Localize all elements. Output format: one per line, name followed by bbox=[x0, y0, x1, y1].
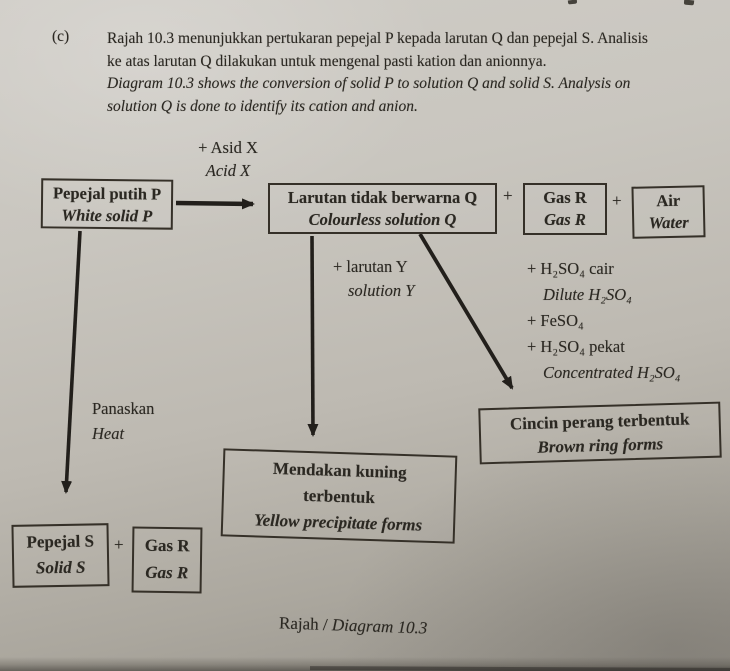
label-concentrated-h2so4-english: Concentrated H₂SO₄ bbox=[543, 363, 681, 382]
question-line-malay-1: Rajah 10.3 menunjukkan pertukaran pepeja… bbox=[107, 30, 648, 47]
box-solid-s: Pepejal S Solid S bbox=[11, 523, 110, 588]
plus-sign-after-q: + bbox=[503, 186, 513, 205]
box-white-solid-p-malay: Pepejal putih P bbox=[52, 183, 162, 204]
label-acid-x-malay: + Asid X bbox=[198, 138, 258, 157]
box-solid-s-malay: Pepejal S bbox=[26, 531, 95, 552]
box-gas-r-bottom-malay: Gas R bbox=[144, 535, 190, 556]
label-concentrated-h2so4-malay: + H₂SO₄ pekat bbox=[527, 337, 625, 356]
box-gas-r-bottom-english: Gas R bbox=[145, 562, 189, 583]
diagram-caption-english: Diagram 10.3 bbox=[331, 615, 428, 638]
box-colourless-solution-q-malay: Larutan tidak berwarna Q bbox=[287, 188, 478, 207]
cutoff-text-fragment bbox=[683, 0, 695, 6]
box-water: Air Water bbox=[631, 185, 706, 239]
box-gas-r-bottom: Gas R Gas R bbox=[131, 526, 203, 594]
box-water-english: Water bbox=[648, 212, 689, 233]
diagram-caption-malay: Rajah / bbox=[278, 613, 329, 635]
arrow-p-to-s-heat bbox=[61, 230, 82, 494]
label-heat-malay: Panaskan bbox=[92, 399, 155, 418]
label-brown-ring-reagents: + H₂SO₄ cair Dilute H₂SO₄ + FeSO₄ + H₂SO… bbox=[527, 256, 681, 386]
box-white-solid-p-english: White solid P bbox=[61, 205, 153, 226]
photo-bottom-shadow bbox=[0, 657, 730, 671]
question-part-label: (c) bbox=[52, 28, 70, 45]
cutoff-text-fragment bbox=[567, 0, 578, 5]
arrow-p-to-q bbox=[175, 198, 255, 210]
box-gas-r-top: Gas R Gas R bbox=[523, 183, 607, 235]
label-solution-y-english: solution Y bbox=[348, 281, 415, 300]
label-solution-y-malay: + larutan Y bbox=[333, 257, 408, 276]
paper-edge-shadow bbox=[309, 666, 730, 671]
arrow-q-to-yellow-precipitate bbox=[307, 235, 319, 437]
box-colourless-solution-q: Larutan tidak berwarna Q Colourless solu… bbox=[268, 183, 497, 234]
label-dilute-h2so4-english: Dilute H₂SO₄ bbox=[543, 285, 632, 304]
box-gas-r-top-english: Gas R bbox=[544, 210, 586, 229]
question-line-english-2: solution Q is done to identify its catio… bbox=[107, 97, 418, 115]
label-feso4: + FeSO₄ bbox=[527, 311, 584, 330]
plus-sign-after-solid-s: + bbox=[114, 535, 124, 554]
box-yellow-precipitate: Mendakan kuning terbentuk Yellow precipi… bbox=[220, 448, 458, 544]
box-colourless-solution-q-english: Colourless solution Q bbox=[308, 210, 457, 229]
label-dilute-h2so4-malay: + H₂SO₄ cair bbox=[527, 259, 614, 278]
label-solution-y: + larutan Y solution Y bbox=[333, 255, 414, 303]
label-heat-english: Heat bbox=[92, 424, 125, 443]
box-solid-s-english: Solid S bbox=[35, 557, 86, 578]
label-heat: Panaskan Heat bbox=[92, 396, 154, 446]
arrow-q-to-brown-ring bbox=[418, 233, 514, 390]
question-line-english-1: Diagram 10.3 shows the conversion of sol… bbox=[107, 75, 631, 92]
box-gas-r-top-malay: Gas R bbox=[543, 188, 587, 207]
box-brown-ring: Cincin perang terbentuk Brown ring forms bbox=[478, 401, 722, 465]
diagram-caption: Rajah / Diagram 10.3 bbox=[279, 613, 428, 638]
label-acid-x: + Asid X Acid X bbox=[180, 137, 276, 182]
box-white-solid-p: Pepejal putih P White solid P bbox=[40, 178, 174, 230]
question-line-malay-2: ke atas larutan Q dilakukan untuk mengen… bbox=[107, 52, 547, 70]
plus-sign-after-gas-r: + bbox=[612, 191, 622, 210]
question-text: Rajah 10.3 menunjukkan pertukaran pepeja… bbox=[107, 28, 717, 118]
box-water-malay: Air bbox=[656, 190, 681, 211]
label-acid-x-english: Acid X bbox=[205, 160, 251, 180]
